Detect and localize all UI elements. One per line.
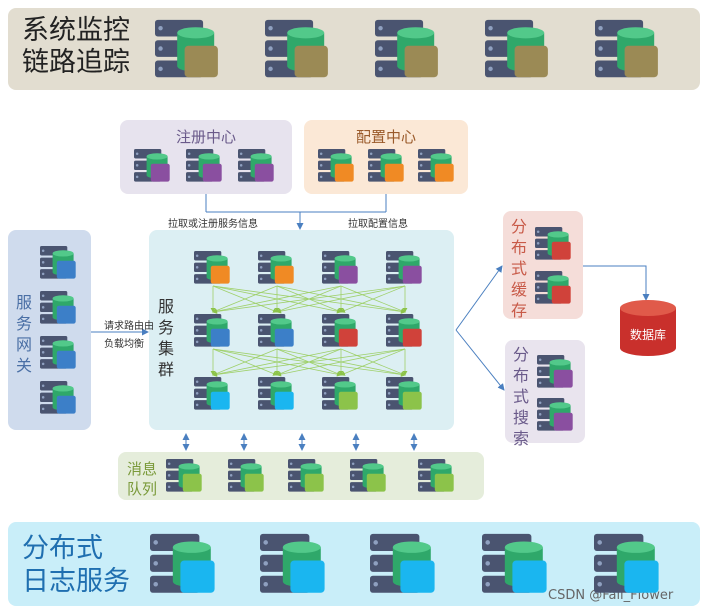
mesh-link-1-4-1 xyxy=(212,285,406,314)
cluster-server-1-3 xyxy=(322,251,358,284)
log-server-1 xyxy=(150,533,215,593)
config-server-3 xyxy=(418,149,454,182)
gateway-server-2 xyxy=(40,291,76,324)
database-icon xyxy=(620,300,676,356)
cluster-server-3-2 xyxy=(258,377,294,410)
config-title: 配置中心 xyxy=(355,128,416,146)
search-server-1 xyxy=(537,355,573,388)
cache-to-db-arrow xyxy=(583,265,650,301)
cluster-server-2-1 xyxy=(194,314,230,347)
config-server-1 xyxy=(318,149,354,182)
log-server-3 xyxy=(370,533,435,593)
log-server-5 xyxy=(594,533,659,593)
monitoring-title-line1: 系统监控 xyxy=(22,15,130,46)
monitor-server-1 xyxy=(155,19,218,78)
route-edge-label-line2: 负载均衡 xyxy=(104,339,144,350)
monitor-server-2 xyxy=(265,19,328,78)
database-label: 数据库 xyxy=(629,328,666,342)
mesh-link-1-3-1 xyxy=(212,285,342,314)
cluster-server-1-2 xyxy=(258,251,294,284)
registry-server-2 xyxy=(186,149,222,182)
config-server-2 xyxy=(368,149,404,182)
mesh-link-2-4-2 xyxy=(276,348,406,377)
registry-server-1 xyxy=(134,149,170,182)
cluster-to-cache-arrow xyxy=(455,265,503,331)
cluster-server-2-4 xyxy=(386,314,422,347)
registry-title: 注册中心 xyxy=(175,128,236,146)
cluster-server-1-1 xyxy=(194,251,230,284)
cache-server-1 xyxy=(535,227,571,260)
gateway-server-3 xyxy=(40,336,76,369)
cache-title: 分布式缓存 xyxy=(510,217,527,320)
cluster-server-2-3 xyxy=(322,314,358,347)
cluster-server-3-1 xyxy=(194,377,230,410)
cluster-title: 服务集群 xyxy=(157,297,174,379)
mq-server-5 xyxy=(418,459,454,492)
mesh-link-2-3-1 xyxy=(212,348,342,377)
mq-server-2 xyxy=(228,459,264,492)
mq-title-line2: 队列 xyxy=(126,480,157,498)
cluster-server-1-4 xyxy=(386,251,422,284)
monitoring-panel xyxy=(8,8,700,90)
config-edge-label: 拉取配置信息 xyxy=(348,219,408,230)
gateway-server-4 xyxy=(40,381,76,414)
cluster-mesh xyxy=(210,285,408,377)
mesh-link-2-2-1 xyxy=(212,348,278,376)
mq-server-4 xyxy=(350,459,386,492)
log-title-line1: 分布式 xyxy=(22,533,103,564)
monitoring-title-line2: 链路追踪 xyxy=(22,47,130,78)
mesh-link-1-4-2 xyxy=(276,285,406,314)
mq-server-1 xyxy=(166,459,202,492)
mesh-link-1-4-3 xyxy=(340,285,406,313)
search-server-2 xyxy=(537,398,573,431)
cluster-to-search-arrow xyxy=(455,329,505,391)
cluster-server-3-4 xyxy=(386,377,422,410)
log-server-4 xyxy=(482,533,547,593)
gateway-title: 服务网关 xyxy=(15,293,32,375)
monitor-server-4 xyxy=(485,19,548,78)
monitor-server-5 xyxy=(595,19,658,78)
log-panel xyxy=(8,522,700,606)
mesh-link-2-4-3 xyxy=(340,348,406,376)
log-title-line2: 日志服务 xyxy=(22,566,130,597)
route-edge-label-line1: 请求路由由 xyxy=(104,321,154,332)
cluster-server-2-2 xyxy=(258,314,294,347)
registry-edge-label: 拉取或注册服务信息 xyxy=(168,219,258,230)
mesh-link-2-4-1 xyxy=(212,348,406,377)
mesh-link-1-2-1 xyxy=(212,285,278,313)
gateway-server-1 xyxy=(40,246,76,279)
monitor-server-3 xyxy=(375,19,438,78)
log-server-2 xyxy=(260,533,325,593)
mq-title-line1: 消息 xyxy=(126,460,157,478)
cache-server-2 xyxy=(535,271,571,304)
cluster-server-3-3 xyxy=(322,377,358,410)
registry-server-3 xyxy=(238,149,274,182)
mq-server-3 xyxy=(288,459,324,492)
search-title: 分布式搜索 xyxy=(512,345,529,448)
